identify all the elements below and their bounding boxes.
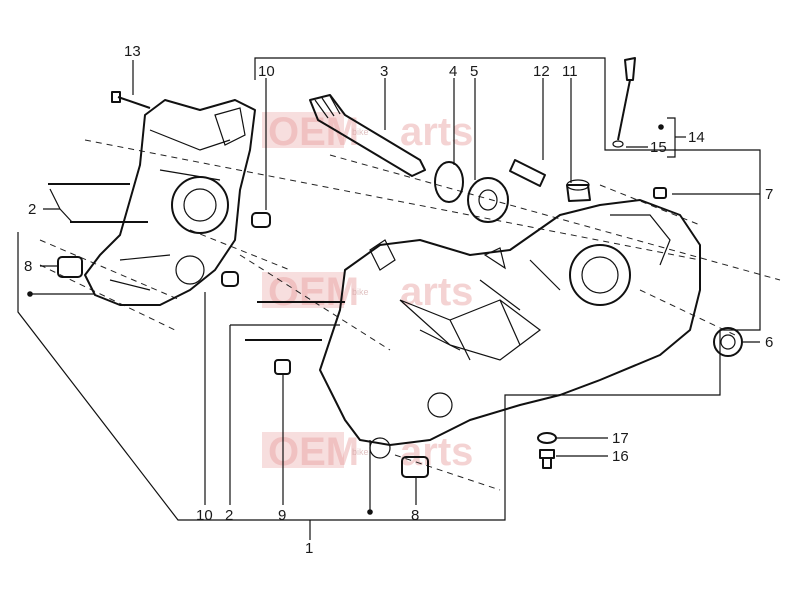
part-9-pin [274,359,291,375]
callout-10-top: 10 [258,63,275,80]
marker-dot-left [27,291,33,297]
part-5-bearing [467,177,509,223]
callout-labels: 13 10 3 4 5 12 11 14 15 7 6 2 8 10 2 9 8… [24,43,773,557]
watermark-bottom: OEM bike arts [262,430,473,474]
part-10-bushing-upper [251,212,271,228]
part-8-bushing-left [57,256,83,278]
svg-text:OEM: OEM [268,430,359,474]
part-14-dipstick [612,57,636,148]
svg-text:arts: arts [400,270,473,314]
callout-6: 6 [765,334,773,351]
leader-lines [30,60,760,540]
main-crankcase [319,199,701,459]
part-7-plug [653,187,667,199]
marker-dot-bottom [367,509,373,515]
marker-dot-14 [658,124,664,130]
svg-text:arts: arts [400,110,473,154]
left-crankcase-cover [84,99,256,306]
part-10-bushing-lower [221,271,239,287]
callout-8-bottom: 8 [411,507,419,524]
assembly-outline [17,57,761,521]
svg-text:bike: bike [352,127,369,137]
svg-text:bike: bike [352,287,369,297]
callout-2-bottom: 2 [225,507,233,524]
part-12-pin [509,159,546,187]
callout-15: 15 [650,139,667,156]
part-13-bolt [111,91,151,109]
callout-4: 4 [449,63,457,80]
part-16-drain-plug [539,449,555,469]
part-11-bushing [566,179,591,202]
part-8-bushing-bottom [401,456,429,478]
callout-14: 14 [688,129,705,146]
part-2-studs [48,183,345,341]
part-17-washer [537,432,557,444]
callout-8-left: 8 [24,258,32,275]
callout-2-left: 2 [28,201,36,218]
callout-17: 17 [612,430,629,447]
svg-text:OEM: OEM [268,110,359,154]
callout-11: 11 [562,63,578,80]
callout-3: 3 [380,63,388,80]
watermark-top: OEM bike arts [262,110,473,154]
watermark-middle: OEM bike arts [262,270,473,314]
callout-7: 7 [765,186,773,203]
part-4-oring [434,161,464,203]
callout-12: 12 [533,63,550,80]
callout-1: 1 [305,540,313,557]
part-3-shaft [309,94,426,177]
part-6-seal [713,327,743,357]
svg-text:OEM: OEM [268,270,359,314]
callout-10-bottom: 10 [196,507,213,524]
callout-5: 5 [470,63,478,80]
callout-9: 9 [278,507,286,524]
svg-text:bike: bike [352,447,369,457]
callout-13: 13 [124,43,141,60]
callout-16: 16 [612,448,629,465]
